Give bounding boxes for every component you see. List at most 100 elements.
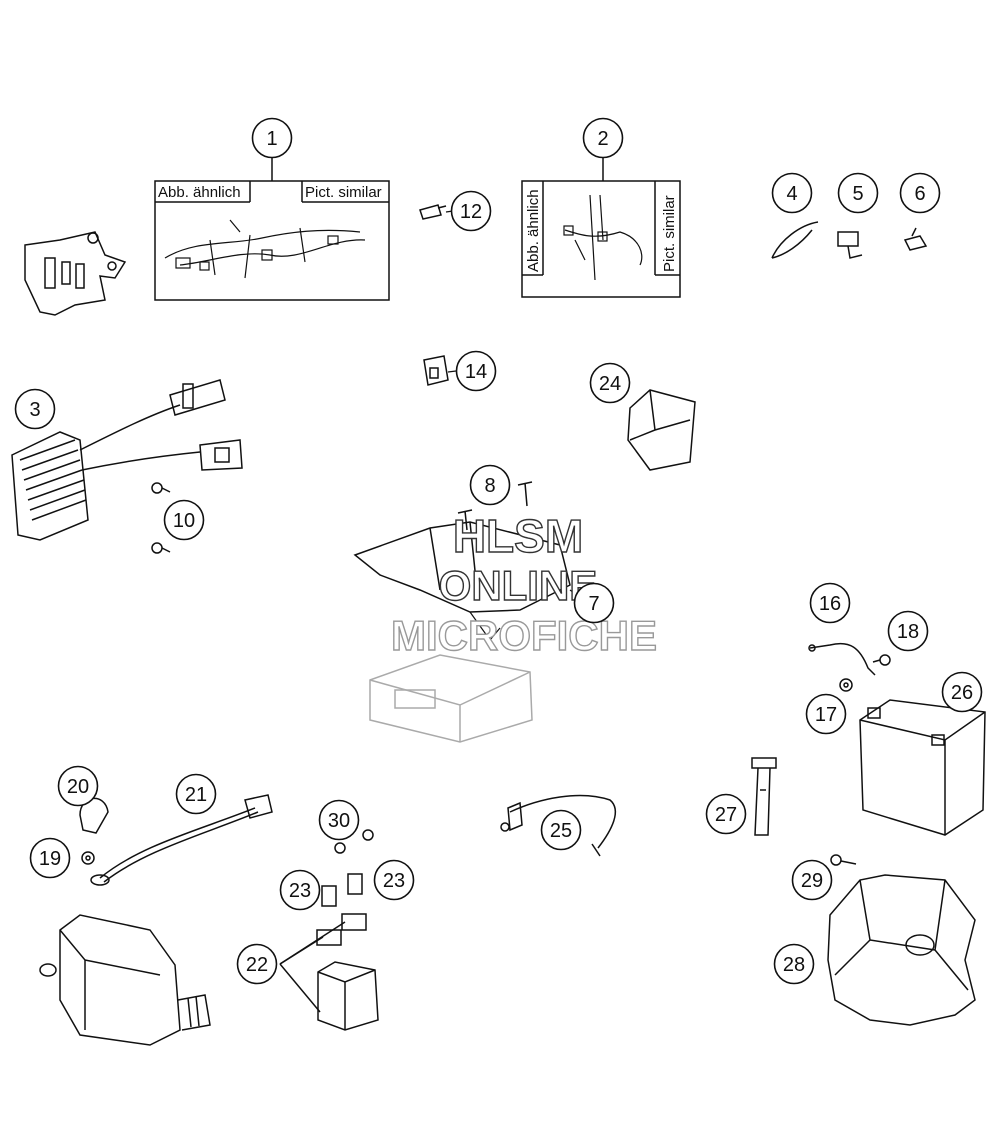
callout-c20: 20 — [57, 765, 99, 807]
callout-circle — [809, 582, 851, 624]
part-2-wiring-harness: Abb. ähnlich Pict. similar — [521, 158, 681, 298]
bracket-plate — [24, 231, 127, 316]
callout-number: 8 — [484, 475, 495, 497]
callout-number: 27 — [715, 804, 737, 826]
callout-number: 5 — [852, 183, 863, 205]
watermark-line-1: HLSM — [453, 510, 583, 562]
part-14-connector — [423, 355, 449, 386]
callout-number: 6 — [914, 183, 925, 205]
callout-c8: 8 — [469, 464, 511, 506]
callout-number: 23 — [289, 880, 311, 902]
callout-c2: 2 — [582, 117, 624, 159]
callout-number: 3 — [29, 399, 40, 421]
box2-right-label: Pict. similar — [661, 195, 678, 272]
part-22-starter-relay — [279, 913, 379, 1031]
callout-circle — [163, 499, 205, 541]
callout-c10: 10 — [163, 499, 205, 541]
part-19-nut — [81, 851, 95, 865]
callout-number: 16 — [819, 593, 841, 615]
callout-c4: 4 — [771, 172, 813, 214]
callout-number: 21 — [185, 784, 207, 806]
callout-c23a: 23 — [279, 869, 321, 911]
callout-number: 2 — [597, 128, 608, 150]
callout-circle — [236, 943, 278, 985]
callout-circle — [887, 610, 929, 652]
callout-number: 28 — [783, 954, 805, 976]
starter-motor — [39, 914, 211, 1046]
callout-circle — [29, 837, 71, 879]
callout-c21: 21 — [175, 773, 217, 815]
callout-circle — [251, 117, 293, 159]
part-23-fuses — [321, 873, 363, 907]
callout-circle — [773, 943, 815, 985]
callout-c3: 3 — [14, 388, 56, 430]
callout-c17: 17 — [805, 693, 847, 735]
callout-number: 22 — [246, 954, 268, 976]
callout-number: 4 — [786, 183, 797, 205]
callout-c23b: 23 — [373, 859, 415, 901]
part-27-fuse-puller — [751, 757, 777, 836]
callout-circle — [589, 362, 631, 404]
callout-c22: 22 — [236, 943, 278, 985]
box2-left-label: Abb. ähnlich — [525, 189, 542, 272]
callout-c27: 27 — [705, 793, 747, 835]
callout-circle — [57, 765, 99, 807]
watermark-line-3: MICROFICHE — [391, 612, 657, 659]
part-7-control-unit — [353, 521, 571, 743]
box1-right-label: Pict. similar — [305, 184, 382, 201]
callout-c24: 24 — [589, 362, 631, 404]
callout-number: 19 — [39, 848, 61, 870]
callout-circle — [279, 869, 321, 911]
callout-c16: 16 — [809, 582, 851, 624]
callout-c28: 28 — [773, 943, 815, 985]
callout-c5: 5 — [837, 172, 879, 214]
part-12-bulb — [419, 204, 447, 220]
callout-circle — [705, 793, 747, 835]
callout-c14: 14 — [455, 350, 497, 392]
part-29-screw — [830, 854, 857, 866]
part-6-clip — [903, 227, 928, 251]
callout-number: 30 — [328, 810, 350, 832]
watermark: HLSM ONLINE MICROFICHE — [390, 509, 657, 659]
callout-circle — [573, 582, 615, 624]
callout-circle — [837, 172, 879, 214]
part-10-screws — [151, 482, 171, 554]
callout-number: 25 — [550, 820, 572, 842]
callout-c29: 29 — [791, 859, 833, 901]
callout-c26: 26 — [941, 671, 983, 713]
part-28-battery-holder — [827, 874, 976, 1026]
part-17-washer — [839, 678, 853, 692]
callout-c1: 1 — [251, 117, 293, 159]
callout-c30: 30 — [318, 799, 360, 841]
callout-circle — [455, 350, 497, 392]
box1-left-label: Abb. ähnlich — [158, 184, 241, 201]
callout-circle — [175, 773, 217, 815]
callout-circle — [14, 388, 56, 430]
callout-number: 12 — [460, 201, 482, 223]
callout-number: 1 — [266, 128, 277, 150]
callout-number: 18 — [897, 621, 919, 643]
part-3-voltage-regulator — [11, 379, 243, 541]
callout-number: 26 — [951, 682, 973, 704]
callout-circle — [469, 464, 511, 506]
callout-circle — [805, 693, 847, 735]
part-4-cable-tie — [771, 221, 819, 259]
callout-number: 23 — [383, 870, 405, 892]
callout-number: 24 — [599, 373, 621, 395]
callout-circle — [899, 172, 941, 214]
callout-number: 7 — [588, 593, 599, 615]
callout-c12: 12 — [450, 190, 492, 232]
part-8-screws — [457, 481, 533, 531]
callout-c7: 7 — [573, 582, 615, 624]
part-5-clip — [837, 231, 863, 259]
part-20-cap — [79, 797, 109, 834]
callout-circle — [318, 799, 360, 841]
part-18-screw — [872, 654, 891, 666]
callout-circle — [540, 809, 582, 851]
callout-circle — [791, 859, 833, 901]
callout-number: 20 — [67, 776, 89, 798]
part-21-starter-cable — [90, 794, 273, 886]
callout-c6: 6 — [899, 172, 941, 214]
